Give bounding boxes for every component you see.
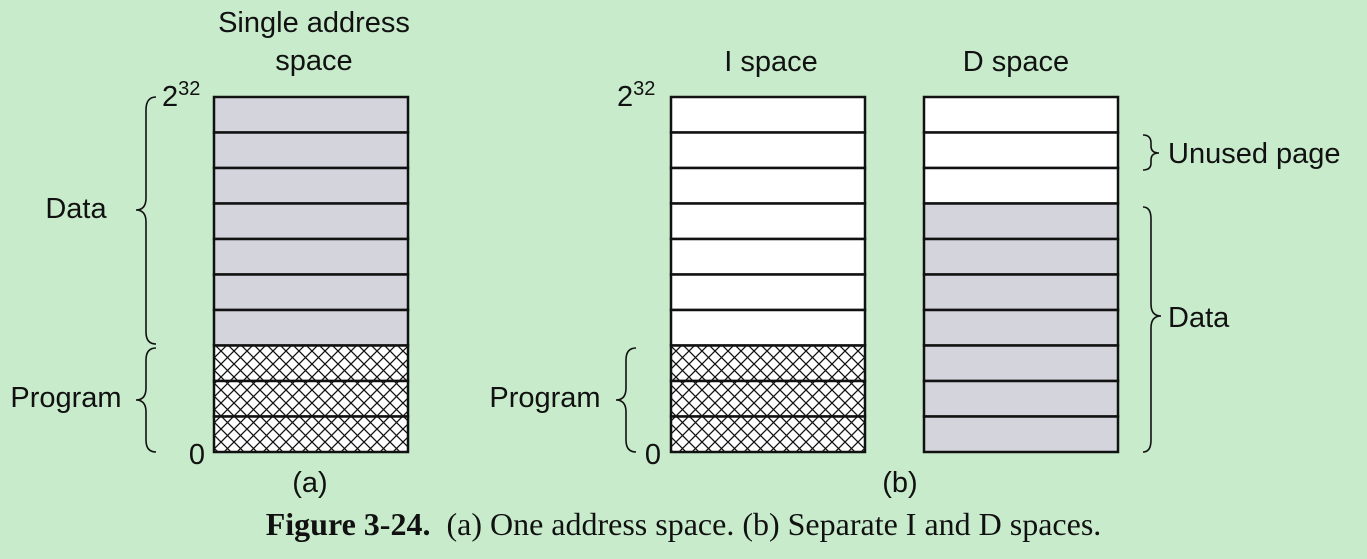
i-space-page-5 (669, 273, 867, 312)
d-space-page-4 (922, 308, 1120, 347)
d-space-page-10 (922, 95, 1120, 134)
panel-a-page-stack (212, 95, 410, 454)
panel-a-program-brace (135, 347, 157, 453)
i-space-page-4 (669, 308, 867, 347)
i-space-page-8 (669, 166, 867, 205)
panel-b: I space D space 232 0 Program Unused pag… (489, 46, 1340, 499)
panel-b-program-brace (615, 347, 637, 453)
panel-a-sublabel: (a) (292, 467, 327, 499)
i-space-page-9 (669, 131, 867, 170)
d-space-page-1 (922, 415, 1120, 454)
panel-a-page-6 (212, 237, 410, 276)
d-space-data-brace (1142, 206, 1162, 453)
figure-caption-text: (a) One address space. (b) Separate I an… (446, 506, 1102, 542)
panel-a-page-7 (212, 202, 410, 241)
panel-a-page-10 (212, 95, 410, 134)
panel-a-bottom-address-label: 0 (189, 439, 205, 471)
panel-a-top-address-label: 232 (162, 78, 200, 113)
unused-page-label: Unused page (1168, 138, 1341, 170)
panel-a-data-label: Data (45, 193, 107, 225)
figure-caption: Figure 3-24. (a) One address space. (b) … (0, 506, 1367, 543)
unused-page-brace (1142, 134, 1160, 171)
i-space-page-2 (669, 379, 867, 418)
d-space-page-7 (922, 202, 1120, 241)
panel-a-program-label: Program (10, 382, 121, 414)
d-space-page-2 (922, 379, 1120, 418)
panel-a-page-1 (212, 415, 410, 454)
i-space-page-1 (669, 415, 867, 454)
d-space-page-9 (922, 131, 1120, 170)
panel-b-program-label: Program (489, 382, 600, 414)
panel-b-sublabel: (b) (882, 467, 917, 499)
i-space-page-6 (669, 237, 867, 276)
d-space-page-3 (922, 344, 1120, 383)
i-space-page-3 (669, 344, 867, 383)
d-space-page-6 (922, 237, 1120, 276)
i-space-title: I space (724, 46, 818, 78)
panel-a-page-4 (212, 308, 410, 347)
d-space-data-label: Data (1168, 302, 1230, 334)
panel-b-bottom-address-label: 0 (645, 439, 661, 471)
d-space-page-8 (922, 166, 1120, 205)
d-space-page-stack (922, 95, 1120, 454)
figure-number: Figure 3-24. (265, 506, 431, 542)
panel-a-page-2 (212, 379, 410, 418)
i-space-page-10 (669, 95, 867, 134)
panel-a-page-8 (212, 166, 410, 205)
panel-a-data-brace (135, 96, 157, 345)
memory-layout-diagram: Single address space 232 0 Data Program … (10, 7, 1340, 499)
panel-a-page-5 (212, 273, 410, 312)
panel-a-page-9 (212, 131, 410, 170)
i-space-page-stack (669, 95, 867, 454)
d-space-title: D space (963, 46, 1069, 78)
panel-a-title-line1: Single address (218, 7, 410, 39)
panel-a-page-3 (212, 344, 410, 383)
panel-b-top-address-label: 232 (617, 78, 655, 113)
i-space-page-7 (669, 202, 867, 241)
panel-a: Single address space 232 0 Data Program … (10, 7, 410, 499)
d-space-page-5 (922, 273, 1120, 312)
panel-a-title-line2: space (275, 45, 352, 77)
